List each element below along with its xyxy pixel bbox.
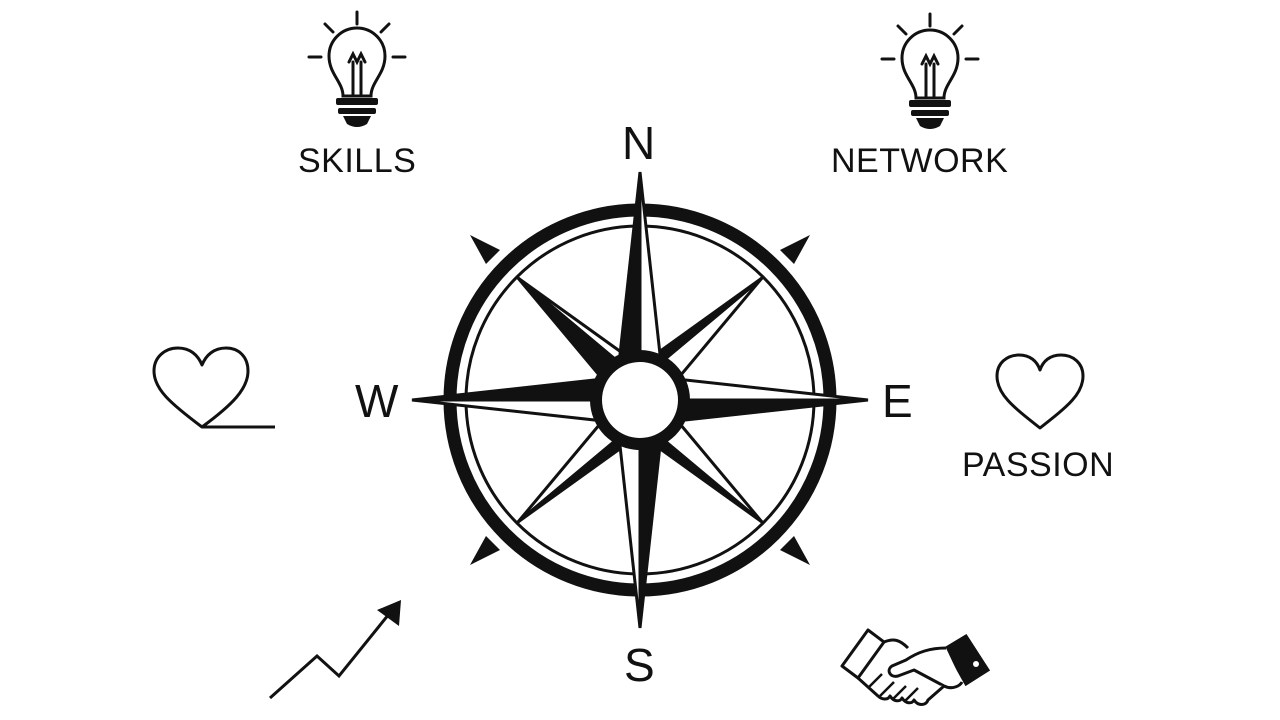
compass-south-label: S — [624, 639, 655, 691]
network-label: NETWORK — [831, 142, 1009, 180]
compass-rose — [411, 171, 869, 629]
compass-west-label: W — [355, 375, 399, 427]
heart-icon — [995, 353, 1085, 430]
skills-label: SKILLS — [298, 142, 417, 180]
passion-label: PASSION — [962, 446, 1115, 484]
lightbulb-icon — [307, 10, 407, 127]
heart-line-icon — [152, 346, 275, 429]
handshake-icon — [840, 628, 991, 706]
growth-arrow-icon — [269, 600, 401, 700]
compass-north-label: N — [622, 117, 656, 169]
compass-east-label: E — [882, 375, 913, 427]
lightbulb-icon — [880, 12, 980, 129]
